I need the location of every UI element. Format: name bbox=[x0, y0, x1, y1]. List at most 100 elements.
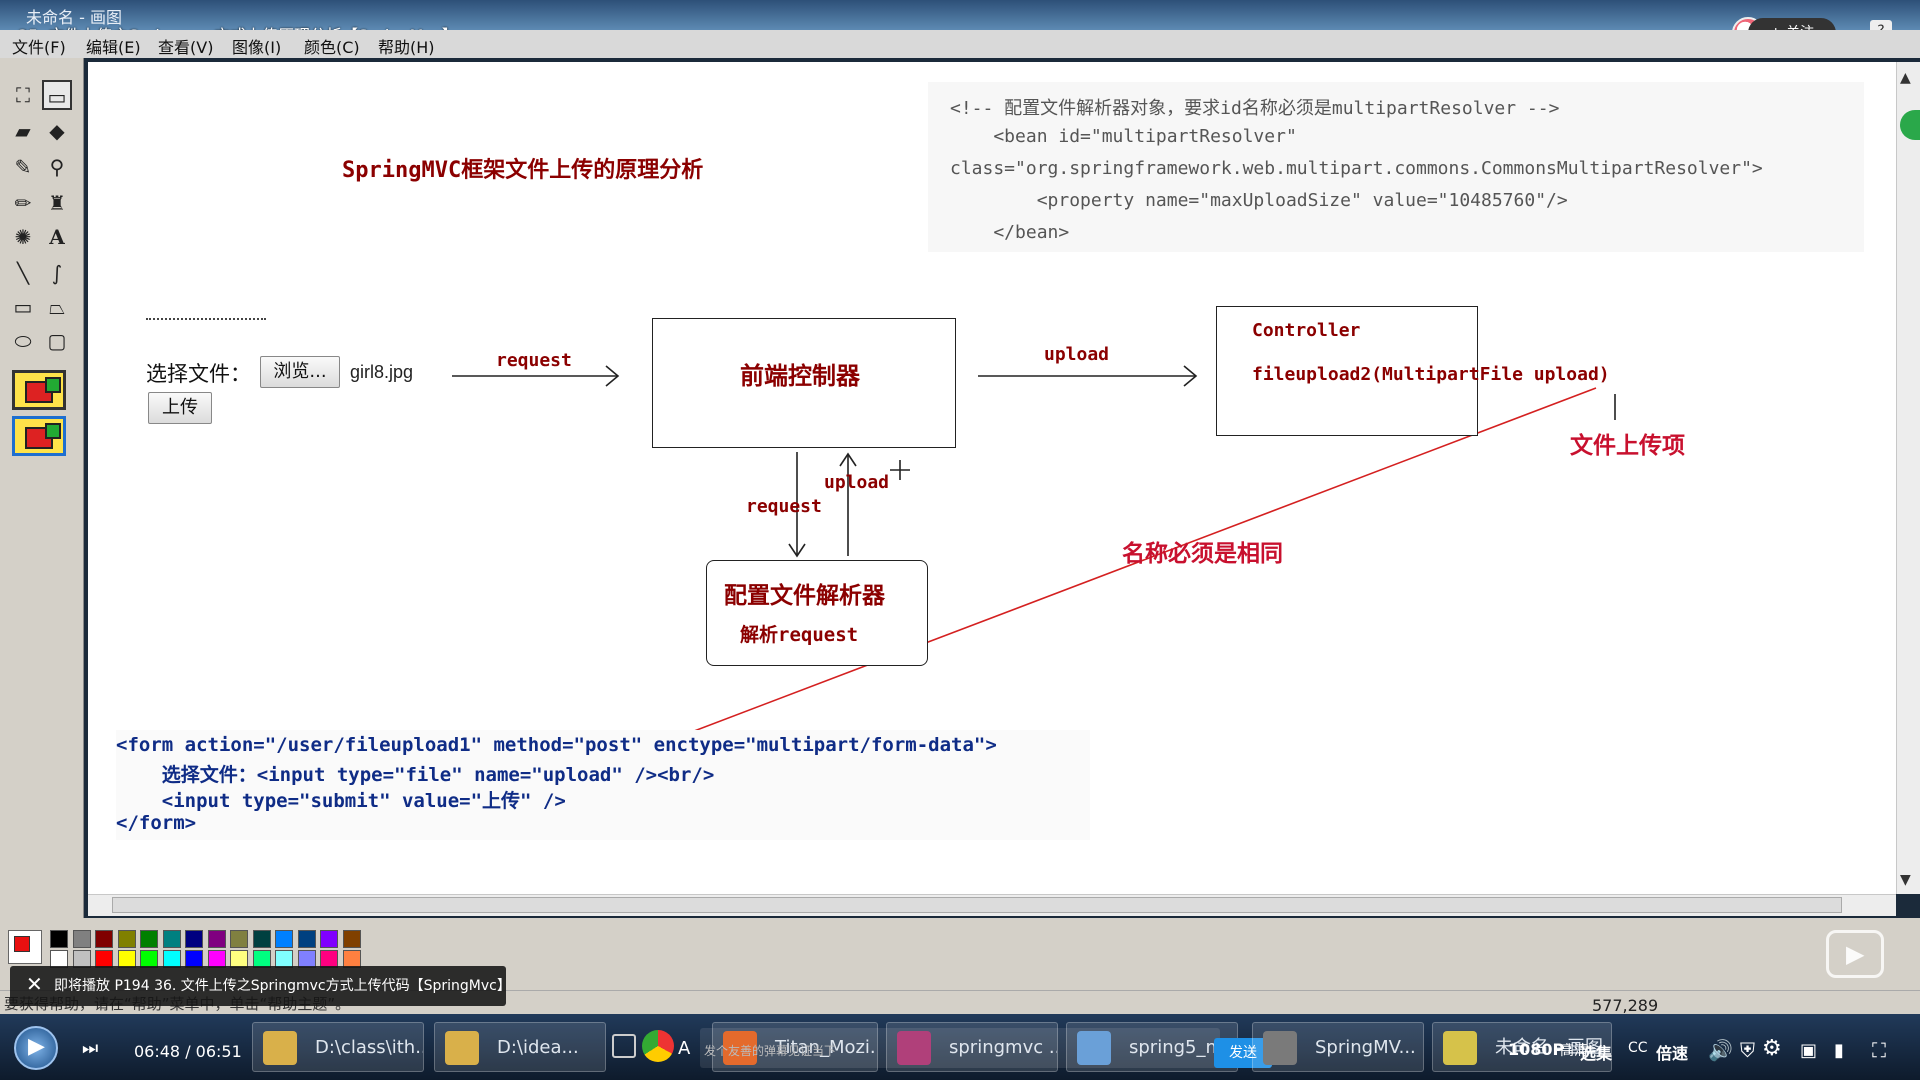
paint-icon bbox=[1077, 1031, 1111, 1065]
menu-help[interactable]: 帮助(H) bbox=[378, 38, 435, 57]
cursor-coordinates: 577,289 bbox=[1592, 996, 1659, 1015]
danmaku-placeholder: 发个友善的弹幕见证当下 bbox=[704, 1044, 837, 1058]
same-name-note: 名称必须是相同 bbox=[1122, 541, 1283, 567]
taskbar bbox=[0, 1014, 1920, 1080]
menu-edit[interactable]: 编辑(E) bbox=[86, 38, 141, 57]
menu-file[interactable]: 文件(F) bbox=[12, 38, 66, 57]
app-icon bbox=[723, 1031, 757, 1065]
ellipse-icon[interactable]: ⬭ bbox=[14, 329, 32, 353]
play-overlay-triangle: ▶ bbox=[1846, 940, 1865, 968]
send-button[interactable]: 发送 bbox=[1214, 1038, 1272, 1068]
palette-swatch[interactable] bbox=[140, 930, 158, 948]
cc-button[interactable]: CC bbox=[1628, 1040, 1648, 1056]
file-item-label: 文件上传项 bbox=[1570, 433, 1685, 459]
resolver-sub: 解析request bbox=[740, 624, 859, 646]
fill-bucket-icon[interactable]: ◆ bbox=[49, 119, 65, 143]
form-line: 选择文件：<input type="file" name="upload" />… bbox=[116, 764, 715, 786]
drawing-title: SpringMVC框架文件上传的原理分析 bbox=[342, 158, 704, 183]
next-up-banner[interactable]: 即将播放 P194 36. 文件上传之Springmvc方式上传代码【Sprin… bbox=[10, 966, 511, 1006]
airbrush-icon[interactable]: ✺ bbox=[14, 225, 32, 249]
curve-icon[interactable]: ∫ bbox=[51, 261, 63, 285]
polygon-icon[interactable]: ⏢ bbox=[49, 295, 65, 319]
menu-view[interactable]: 查看(V) bbox=[158, 38, 214, 57]
palette-swatch[interactable] bbox=[320, 930, 338, 948]
magnifier-icon[interactable]: ⚲ bbox=[49, 155, 65, 179]
line-icon[interactable]: ╲ bbox=[16, 261, 30, 285]
taskbar-item[interactable]: springmvc ... bbox=[886, 1022, 1058, 1072]
palette-swatch[interactable] bbox=[252, 930, 271, 948]
taskbar-item[interactable]: D:\class\ith... bbox=[252, 1022, 424, 1072]
palette-swatch[interactable] bbox=[72, 930, 91, 948]
menu-image[interactable]: 图像(I) bbox=[232, 38, 282, 57]
scroll-up-icon[interactable]: ▲ bbox=[1900, 70, 1911, 86]
rectangle-icon[interactable]: ▭ bbox=[13, 295, 33, 319]
gear-icon[interactable]: ⚙ bbox=[1762, 1036, 1782, 1061]
select-episode-button[interactable]: 选集 bbox=[1580, 1044, 1613, 1063]
play-overlay-icon[interactable] bbox=[1826, 930, 1884, 978]
danmaku-input[interactable] bbox=[700, 1028, 1220, 1068]
play-button[interactable] bbox=[14, 1026, 58, 1070]
rounded-rect-icon[interactable]: ▢ bbox=[47, 329, 67, 353]
palette-swatch[interactable] bbox=[342, 930, 361, 948]
menu-color[interactable]: 颜色(C) bbox=[304, 38, 360, 57]
scroll-down-icon[interactable]: ▼ bbox=[1900, 872, 1911, 888]
foreground-color[interactable] bbox=[14, 936, 30, 952]
palette-swatch[interactable] bbox=[50, 930, 68, 948]
vertical-scrollbar[interactable] bbox=[1896, 62, 1920, 894]
paint-brush-icon bbox=[1443, 1031, 1477, 1065]
taskbar-item[interactable]: D:\idea... bbox=[434, 1022, 606, 1072]
typora-icon bbox=[1263, 1031, 1297, 1065]
palette-swatch[interactable] bbox=[185, 930, 203, 948]
upload-button[interactable]: 上传 bbox=[148, 392, 212, 424]
fill-style-selected-icon[interactable] bbox=[12, 416, 66, 456]
browse-button[interactable]: 浏览... bbox=[260, 356, 340, 388]
dotted-mark bbox=[146, 318, 266, 324]
front-controller-label: 前端控制器 bbox=[740, 362, 860, 390]
palette-swatch[interactable] bbox=[117, 930, 136, 948]
danmaku-settings-icon[interactable]: A bbox=[678, 1038, 691, 1059]
side-badge[interactable] bbox=[1900, 110, 1920, 140]
rect-select-icon[interactable]: ▭ bbox=[42, 80, 72, 110]
arrow-label-request: request bbox=[496, 350, 572, 371]
palette-swatch[interactable] bbox=[230, 930, 248, 948]
arrow-label-upload-return: upload bbox=[824, 472, 890, 493]
taskbar-item[interactable]: spring5_mv... bbox=[1066, 1022, 1238, 1072]
text-tool-icon[interactable]: A bbox=[49, 225, 65, 249]
folder-icon bbox=[445, 1031, 479, 1065]
chrome-icon[interactable] bbox=[642, 1030, 674, 1062]
taskbar-item[interactable]: SpringMV... bbox=[1252, 1022, 1424, 1072]
fullscreen-icon[interactable]: ⛶ bbox=[1872, 1038, 1886, 1062]
brush-icon[interactable]: ♜ bbox=[48, 191, 66, 215]
free-select-icon[interactable]: ⛶ bbox=[16, 83, 30, 107]
eraser-icon[interactable]: ▰ bbox=[15, 119, 31, 143]
next-episode-icon[interactable]: ⏭ bbox=[82, 1038, 99, 1059]
toolbox bbox=[0, 58, 84, 918]
speed-button[interactable]: 倍速 bbox=[1656, 1044, 1689, 1063]
resolver-title: 配置文件解析器 bbox=[724, 583, 885, 609]
taskbar-item[interactable]: Titan_Mozi... bbox=[712, 1022, 878, 1072]
quality-label[interactable]: 1080P bbox=[1508, 1040, 1565, 1059]
palette-swatch[interactable] bbox=[297, 930, 316, 948]
controller-title: Controller bbox=[1252, 320, 1361, 341]
fill-style-icon[interactable] bbox=[12, 370, 66, 410]
palette-swatch[interactable] bbox=[95, 930, 113, 948]
danmaku-toggle-icon[interactable] bbox=[612, 1034, 636, 1058]
volume-icon[interactable]: 🔊 bbox=[1708, 1038, 1733, 1062]
xml-config-block bbox=[928, 82, 1864, 252]
palette-swatch[interactable] bbox=[275, 930, 293, 948]
palette-swatch[interactable] bbox=[162, 930, 181, 948]
form-code-block bbox=[116, 730, 1090, 840]
color-picker-icon[interactable]: ✎ bbox=[14, 155, 32, 179]
quality-cn-label: 高清 bbox=[1560, 1043, 1588, 1059]
pencil-icon[interactable]: ✏ bbox=[14, 191, 32, 215]
palette-swatch[interactable] bbox=[207, 930, 226, 948]
taskbar-item[interactable]: 未命名 - 画图 bbox=[1432, 1022, 1612, 1072]
shield-icon[interactable]: ⛨ bbox=[1740, 1038, 1755, 1062]
play-icon: ▶ bbox=[28, 1034, 45, 1059]
form-line: <input type="submit" value="上传" /> bbox=[116, 790, 566, 812]
close-icon[interactable]: ✕ bbox=[26, 972, 43, 996]
xml-line: </bean> bbox=[950, 222, 1070, 243]
pip-icon[interactable]: ▣ bbox=[1800, 1040, 1818, 1061]
horizontal-scroll-thumb[interactable] bbox=[112, 897, 1842, 913]
